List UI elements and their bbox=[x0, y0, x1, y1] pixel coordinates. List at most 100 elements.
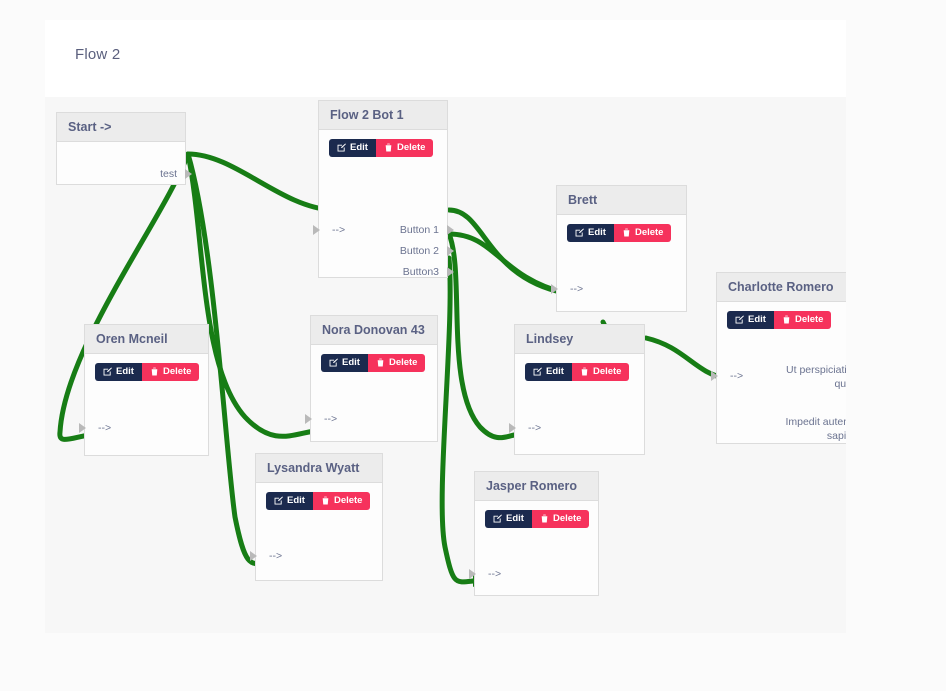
node-title: Lindsey bbox=[515, 325, 644, 354]
node-actions: Edit Delete bbox=[85, 354, 208, 381]
pencil-square-icon bbox=[329, 358, 338, 367]
output-port-button-2[interactable]: Button 2 bbox=[319, 240, 454, 261]
delete-label: Delete bbox=[333, 495, 363, 506]
edit-button[interactable]: Edit bbox=[567, 224, 614, 242]
input-ports: --> bbox=[250, 545, 382, 566]
node-body: Edit Delete --> bbox=[711, 302, 846, 443]
edge-btn2-to-lindsey bbox=[446, 231, 523, 441]
node-actions: Edit Delete bbox=[557, 215, 686, 242]
edit-button[interactable]: Edit bbox=[485, 510, 532, 528]
edit-label: Edit bbox=[287, 495, 305, 506]
edit-label: Edit bbox=[342, 357, 360, 368]
port-arrow-icon bbox=[313, 224, 320, 235]
trash-icon bbox=[385, 143, 392, 152]
port-arrow-icon bbox=[447, 266, 454, 277]
node-start[interactable]: Start -> test bbox=[56, 112, 192, 185]
node-nora-donovan-43[interactable]: Nora Donovan 43 Edit Delete bbox=[305, 315, 438, 442]
delete-button[interactable]: Delete bbox=[312, 492, 371, 510]
input-port[interactable]: --> bbox=[551, 278, 686, 299]
input-ports: --> bbox=[305, 408, 437, 429]
edit-label: Edit bbox=[588, 227, 606, 238]
pencil-square-icon bbox=[735, 315, 744, 324]
output-port-button-1[interactable]: Button 1 bbox=[319, 219, 454, 240]
node-brett[interactable]: Brett Edit Delete bbox=[551, 185, 687, 312]
trash-icon bbox=[322, 496, 329, 505]
edit-button[interactable]: Edit bbox=[321, 354, 368, 372]
node-actions: Edit Delete bbox=[319, 130, 447, 157]
delete-button[interactable]: Delete bbox=[613, 224, 672, 242]
edit-button[interactable]: Edit bbox=[266, 492, 313, 510]
edit-button[interactable]: Edit bbox=[525, 363, 572, 381]
delete-label: Delete bbox=[592, 366, 622, 377]
port-arrow-icon bbox=[185, 168, 192, 179]
port-arrow-icon bbox=[305, 413, 312, 424]
delete-button[interactable]: Delete bbox=[375, 139, 434, 157]
output-port-test[interactable]: test bbox=[57, 163, 192, 184]
input-port[interactable]: --> bbox=[250, 545, 382, 566]
port-arrow-icon bbox=[711, 370, 718, 381]
trash-icon bbox=[623, 228, 630, 237]
input-port[interactable]: --> bbox=[469, 563, 598, 584]
node-body: Edit Delete --> bbox=[509, 354, 644, 454]
delete-button[interactable]: Delete bbox=[141, 363, 200, 381]
edit-button[interactable]: Edit bbox=[95, 363, 142, 381]
node-jasper-romero[interactable]: Jasper Romero Edit Delete bbox=[469, 471, 599, 596]
output-port-button-3[interactable]: Button3 bbox=[319, 261, 454, 282]
trash-icon bbox=[377, 358, 384, 367]
delete-button[interactable]: Delete bbox=[367, 354, 426, 372]
node-title: Start -> bbox=[57, 113, 185, 142]
edit-label: Edit bbox=[350, 142, 368, 153]
input-ports: --> bbox=[79, 417, 208, 438]
io-ports: --> bbox=[313, 219, 447, 240]
node-actions: Edit Delete bbox=[311, 345, 437, 372]
node-title: Jasper Romero bbox=[475, 472, 598, 501]
input-port[interactable]: --> bbox=[711, 365, 846, 386]
flow-canvas[interactable]: Start -> test Flow 2 Bot 1 bbox=[45, 97, 846, 633]
input-port[interactable]: --> bbox=[509, 417, 644, 438]
output-port-ut-perspiciatis-qua[interactable]: Ut perspiciatis qua bbox=[717, 358, 846, 408]
node-title: Brett bbox=[557, 186, 686, 215]
node-body: Edit Delete --> bbox=[551, 215, 686, 311]
flow-header: Flow 2 bbox=[45, 20, 846, 97]
node-body: Edit Delete --> bbox=[250, 483, 382, 580]
pencil-square-icon bbox=[493, 514, 502, 523]
pencil-square-icon bbox=[337, 143, 346, 152]
node-flow-2-bot-1[interactable]: Flow 2 Bot 1 Edit Delete bbox=[313, 100, 454, 278]
node-actions: Edit Delete bbox=[475, 501, 598, 528]
delete-label: Delete bbox=[794, 314, 824, 325]
edge-start-to-bot1 bbox=[185, 151, 335, 213]
edit-label: Edit bbox=[546, 366, 564, 377]
delete-button[interactable]: Delete bbox=[531, 510, 590, 528]
port-arrow-icon bbox=[509, 422, 516, 433]
delete-label: Delete bbox=[162, 366, 192, 377]
edit-button[interactable]: Edit bbox=[329, 139, 376, 157]
delete-button[interactable]: Delete bbox=[571, 363, 630, 381]
delete-label: Delete bbox=[388, 357, 418, 368]
node-lysandra-wyatt[interactable]: Lysandra Wyatt Edit Delete bbox=[250, 453, 383, 581]
edge-btn2-to-brett bbox=[446, 231, 568, 296]
node-title: Nora Donovan 43 bbox=[311, 316, 437, 345]
edit-label: Edit bbox=[116, 366, 134, 377]
delete-button[interactable]: Delete bbox=[773, 311, 832, 329]
output-port-impedit-autem-sapie[interactable]: Impedit autem sapie bbox=[717, 408, 846, 460]
input-ports: --> bbox=[469, 563, 598, 584]
node-title: Charlotte Romero bbox=[717, 273, 846, 302]
edit-button[interactable]: Edit bbox=[727, 311, 774, 329]
node-title: Oren Mcneil bbox=[85, 325, 208, 354]
pencil-square-icon bbox=[274, 496, 283, 505]
input-port[interactable]: --> bbox=[79, 417, 208, 438]
input-port[interactable]: --> bbox=[305, 408, 437, 429]
edge-btn1-to-brett bbox=[446, 207, 568, 296]
port-arrow-icon bbox=[250, 550, 257, 561]
node-lindsey[interactable]: Lindsey Edit Delete bbox=[509, 324, 645, 455]
node-oren-mcneil[interactable]: Oren Mcneil Edit Delete bbox=[79, 324, 209, 456]
node-actions: Edit Delete bbox=[515, 354, 644, 381]
node-charlotte-romero[interactable]: Charlotte Romero Edit Delete bbox=[711, 272, 846, 444]
node-body: Edit Delete --> bbox=[313, 130, 454, 278]
delete-label: Delete bbox=[634, 227, 664, 238]
output-ports: Button 1 Button 2 Button3 bbox=[319, 219, 454, 282]
input-port[interactable]: --> bbox=[313, 219, 447, 240]
trash-icon bbox=[541, 514, 548, 523]
pencil-square-icon bbox=[103, 367, 112, 376]
